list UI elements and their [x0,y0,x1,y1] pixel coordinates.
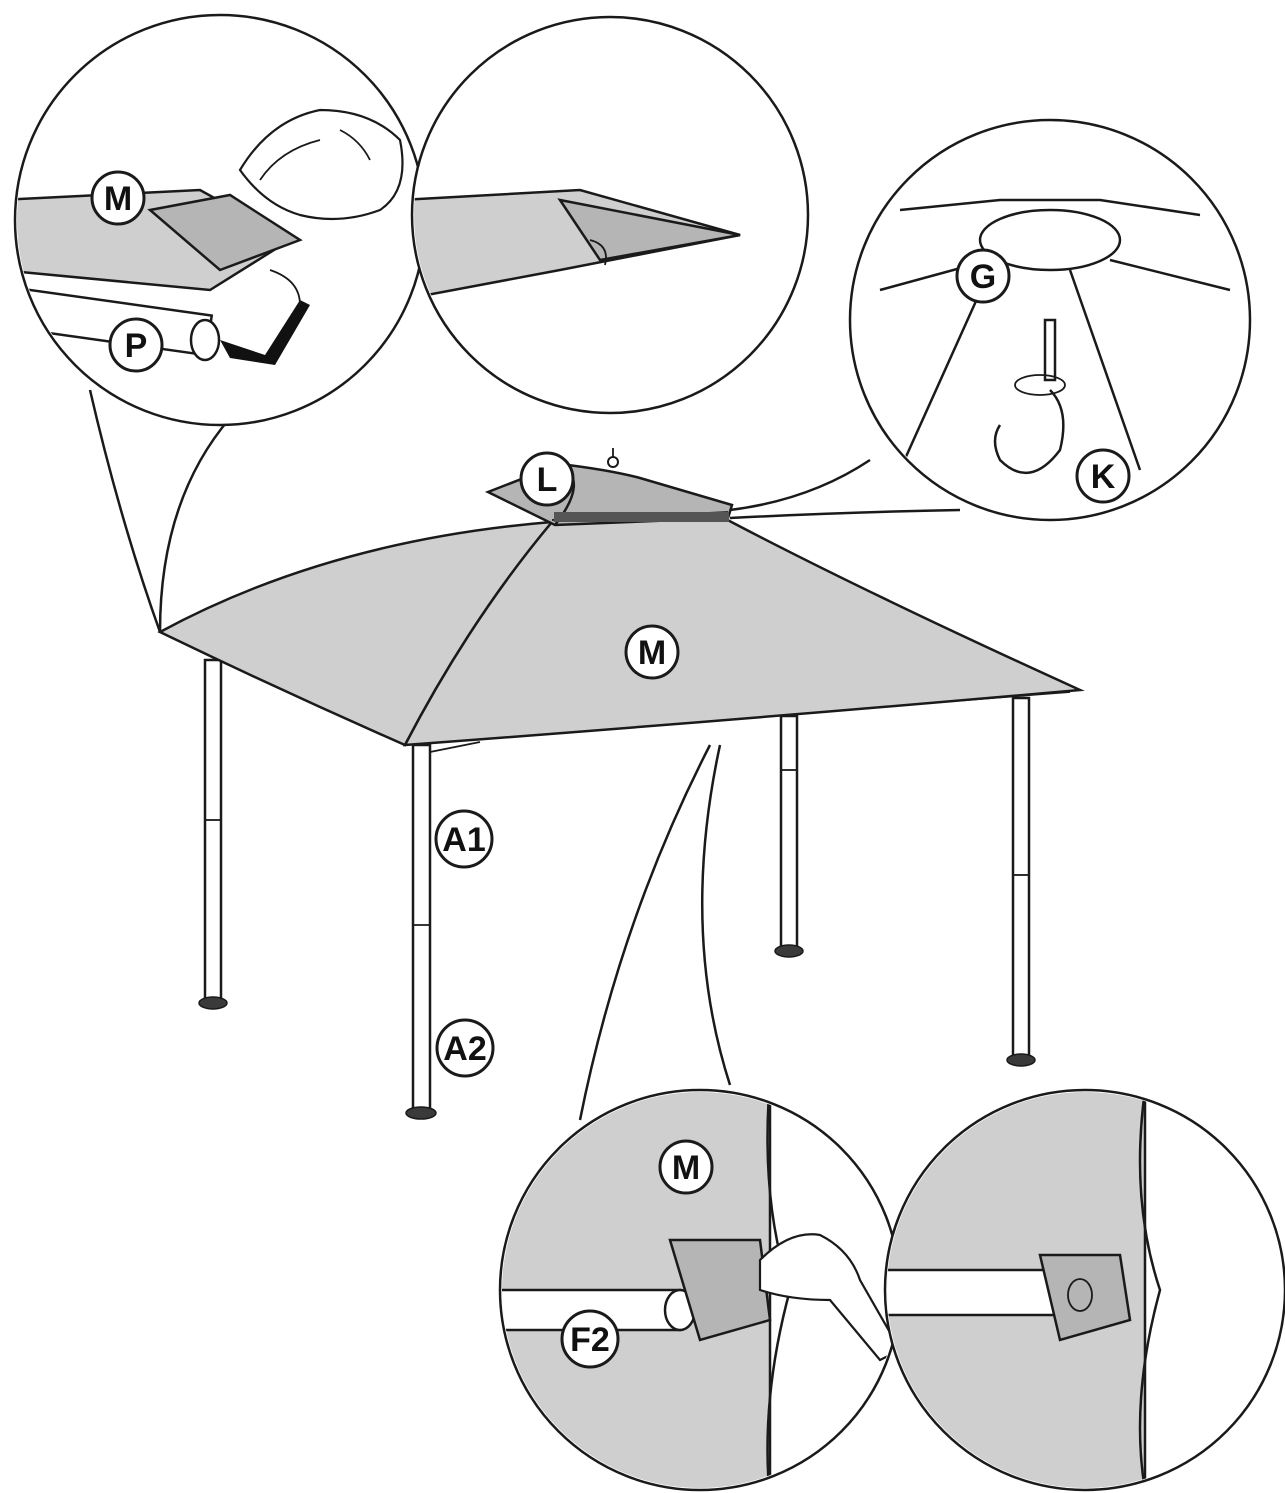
svg-text:A2: A2 [443,1030,486,1068]
detail-bubble-bottom-right [883,1088,1285,1492]
svg-text:P: P [125,327,148,365]
svg-text:L: L [537,461,558,499]
svg-text:G: G [970,258,996,296]
label-f2-bottom: F2 [560,1309,620,1369]
svg-text:M: M [672,1149,700,1187]
label-l-top: L [519,451,575,507]
detail-bubble-bottom-left [498,744,902,1492]
foot-back-left [198,996,228,1010]
detail-bubble-top-right [729,118,1252,522]
leg-back-left [203,658,223,1007]
foot-back-right [774,944,804,958]
detail-bubble-top-center [410,15,810,415]
svg-text:M: M [104,180,132,218]
label-g-hub: G [955,248,1011,304]
label-a2-leg: A2 [435,1018,495,1078]
leg-front-left [411,743,432,1115]
canopy-front-panel [402,514,1085,747]
svg-text:F2: F2 [570,1321,610,1359]
label-m-top-left: M [90,170,146,226]
svg-text:A1: A1 [442,821,485,859]
label-p-top-left: P [108,317,164,373]
vent-mesh [554,512,729,522]
svg-text:K: K [1091,458,1116,496]
foot-front-left [405,1106,437,1120]
label-a1-leg: A1 [434,809,494,869]
leg-front-right [1011,696,1031,1062]
label-m-bottom: M [658,1139,714,1195]
foot-front-right [1006,1053,1036,1067]
label-m-roof: M [624,624,680,680]
leg-back-right [779,714,799,953]
gazebo-canopy [157,448,1085,747]
label-k-hook: K [1075,448,1131,504]
svg-text:M: M [638,634,666,672]
detail-bubble-top-left [13,13,427,633]
